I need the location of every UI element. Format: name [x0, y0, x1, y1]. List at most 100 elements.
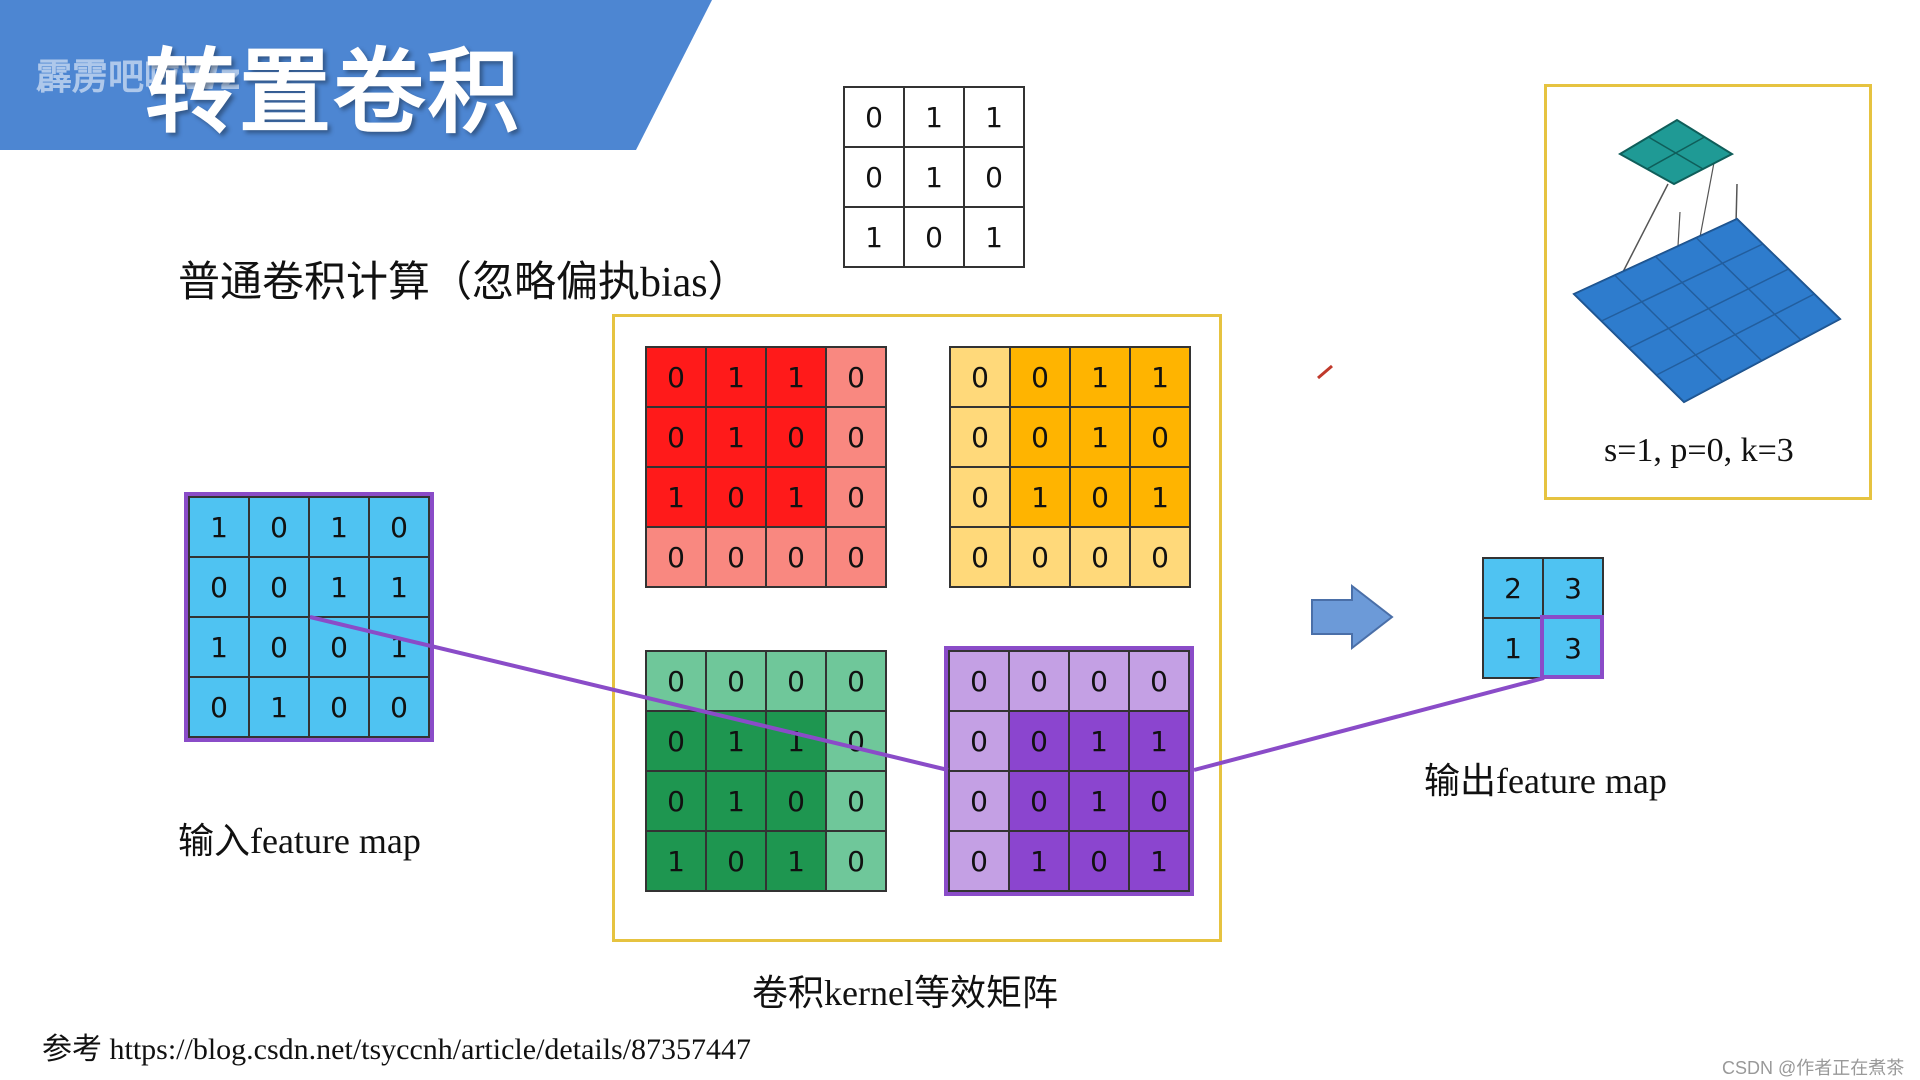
- equiv-green-cell: 1: [706, 771, 766, 831]
- equiv-yellow-cell: 1: [1070, 347, 1130, 407]
- equiv-red-cell: 1: [766, 467, 826, 527]
- reference-prefix: 参考: [42, 1033, 102, 1066]
- equiv-green-cell: 0: [646, 771, 706, 831]
- equiv-purple-cell: 0: [949, 831, 1009, 891]
- kernel-equiv-label: 卷积kernel等效矩阵: [752, 973, 1058, 1013]
- equiv-red-cell: 1: [646, 467, 706, 527]
- output-cell: 3: [1543, 558, 1603, 618]
- equiv-red-cell: 0: [766, 527, 826, 587]
- equiv-purple-cell: 1: [1129, 831, 1189, 891]
- kernel-cell: 1: [844, 207, 904, 267]
- equiv-yellow-cell: 0: [1130, 527, 1190, 587]
- normal-conv-label: 普通卷积计算（忽略偏执bias）: [178, 260, 750, 306]
- equiv-red-cell: 0: [826, 527, 886, 587]
- equiv-yellow-cell: 1: [1070, 407, 1130, 467]
- equiv-green-cell: 0: [826, 651, 886, 711]
- output-cell: 1: [1483, 618, 1543, 678]
- equiv-purple-cell: 1: [1069, 711, 1129, 771]
- params-label: s=1, p=0, k=3: [1604, 432, 1794, 469]
- input-cell: 0: [249, 497, 309, 557]
- kernel-cell: 1: [904, 87, 964, 147]
- equiv-red-cell: 0: [706, 467, 766, 527]
- equiv-purple-cell: 0: [1129, 651, 1189, 711]
- kernel-cell: 1: [904, 147, 964, 207]
- equiv-yellow-cell: 0: [1010, 407, 1070, 467]
- equiv-purple-cell: 0: [1069, 831, 1129, 891]
- title-banner: [0, 0, 712, 150]
- equiv-yellow-cell: 0: [1070, 467, 1130, 527]
- input-cell: 1: [309, 557, 369, 617]
- kernel-cell: 0: [844, 87, 904, 147]
- equiv-green-cell: 0: [826, 711, 886, 771]
- equiv-green-cell: 0: [826, 771, 886, 831]
- pen-cursor-icon: [1317, 364, 1333, 380]
- equiv-red-cell: 0: [826, 347, 886, 407]
- input-cell: 1: [249, 677, 309, 737]
- matrix-to-output-line: [1193, 676, 1545, 772]
- input-cell: 0: [369, 677, 429, 737]
- kernel-cell: 0: [964, 147, 1024, 207]
- equiv-green-cell: 0: [826, 831, 886, 891]
- equiv-yellow-cell: 1: [1010, 467, 1070, 527]
- input-cell: 0: [369, 497, 429, 557]
- equiv-yellow-cell: 0: [1010, 347, 1070, 407]
- input-cell: 1: [189, 497, 249, 557]
- equiv-green-cell: 1: [766, 831, 826, 891]
- equiv-purple-cell: 0: [949, 651, 1009, 711]
- equiv-yellow-cell: 1: [1130, 347, 1190, 407]
- equiv-green-cell: 0: [766, 651, 826, 711]
- equiv-red-cell: 1: [706, 347, 766, 407]
- equiv-purple-cell: 1: [1009, 831, 1069, 891]
- input-cell: 1: [309, 497, 369, 557]
- page-title: 转置卷积: [145, 39, 522, 146]
- equiv-purple-cell: 0: [1009, 651, 1069, 711]
- equiv-purple-cell: 1: [1069, 771, 1129, 831]
- equiv-green-cell: 0: [646, 651, 706, 711]
- equiv-red-cell: 0: [766, 407, 826, 467]
- equiv-yellow-cell: 0: [950, 467, 1010, 527]
- equiv-red-cell: 0: [706, 527, 766, 587]
- equiv-yellow-cell: 0: [950, 347, 1010, 407]
- equiv-green-cell: 0: [706, 831, 766, 891]
- kernel-cell: 0: [844, 147, 904, 207]
- equiv-yellow-cell: 0: [1070, 527, 1130, 587]
- equiv-yellow-cell: 0: [1010, 527, 1070, 587]
- equiv-yellow-cell: 0: [1130, 407, 1190, 467]
- input-cell: 0: [189, 557, 249, 617]
- equiv-red-cell: 0: [646, 527, 706, 587]
- equiv-purple-cell: 0: [1009, 711, 1069, 771]
- input-cell: 0: [309, 677, 369, 737]
- equiv-green-cell: 0: [646, 711, 706, 771]
- output-cell: 2: [1483, 558, 1543, 618]
- illustration-svg: [1572, 118, 1842, 404]
- equiv-purple-cell: 0: [949, 771, 1009, 831]
- input-fm-label: 输入feature map: [178, 821, 421, 861]
- equiv-purple-cell: 0: [1009, 771, 1069, 831]
- transposed-conv-illustration: [1544, 84, 1872, 500]
- equiv-purple-cell: 0: [1069, 651, 1129, 711]
- input-cell: 1: [369, 557, 429, 617]
- input-cell: 0: [249, 617, 309, 677]
- equiv-red-cell: 1: [766, 347, 826, 407]
- equiv-purple-cell: 0: [949, 711, 1009, 771]
- reference-url[interactable]: https://blog.csdn.net/tsyccnh/article/de…: [109, 1033, 752, 1066]
- input-cell: 0: [189, 677, 249, 737]
- equiv-yellow-cell: 0: [950, 527, 1010, 587]
- equiv-matrix-frame: [612, 314, 1222, 942]
- kernel-cell: 1: [964, 207, 1024, 267]
- input-cell: 0: [249, 557, 309, 617]
- kernel-cell: 0: [904, 207, 964, 267]
- banner-watermark: 霹雳吧啦Wz: [36, 57, 241, 98]
- input-cell: 1: [189, 617, 249, 677]
- equiv-red-cell: 0: [826, 467, 886, 527]
- equiv-red-cell: 0: [646, 407, 706, 467]
- equiv-red-cell: 0: [826, 407, 886, 467]
- kernel-cell: 1: [964, 87, 1024, 147]
